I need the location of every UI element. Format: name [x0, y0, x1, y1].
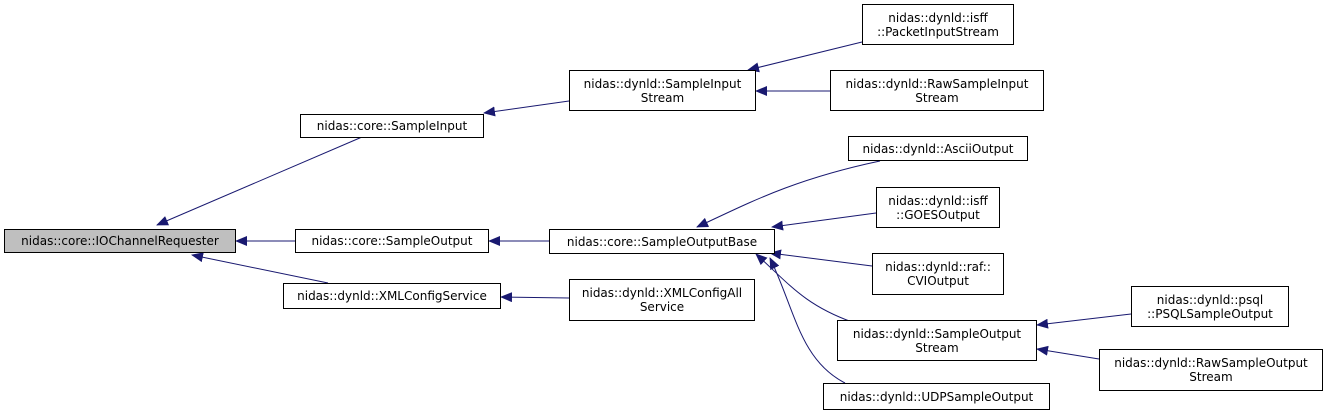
- node-label-line1: nidas::dynld::isff: [888, 10, 988, 25]
- edge-rawsampleoutputstream-to-sampleoutputstream: [1036, 345, 1100, 360]
- node-label-line2: ::GOESOutput: [896, 207, 980, 222]
- node-label: nidas::dynld::UDPSampleOutput: [839, 389, 1034, 404]
- node-sample-output-stream[interactable]: nidas::dynld::SampleOutput Stream: [837, 320, 1037, 361]
- node-label-line1: nidas::dynld::SampleInput: [583, 76, 742, 91]
- node-label-line1: nidas::dynld::RawSampleInput: [845, 76, 1029, 91]
- node-label: nidas::dynld::AsciiOutput: [862, 141, 1014, 156]
- edge-sampleinputstream-to-sampleinput: [483, 100, 570, 117]
- edge-packetinputstream-to-sampleinputstream: [747, 41, 863, 73]
- edge-xmlconfigservice-to-iochannelrequester: [191, 252, 329, 284]
- edge-cvioutput-to-sampleoutputbase: [769, 249, 873, 267]
- edge-udpsampleoutput-to-sampleoutputbase: [769, 257, 846, 384]
- node-label: nidas::core::SampleInput: [316, 119, 468, 133]
- node-label: nidas::dynld::XMLConfigService: [297, 289, 487, 303]
- node-label-line2: Stream: [915, 90, 959, 105]
- node-psql-sample-output[interactable]: nidas::dynld::psql ::PSQLSampleOutput: [1131, 286, 1289, 327]
- node-udp-sample-output[interactable]: nidas::dynld::UDPSampleOutput: [823, 383, 1050, 410]
- node-label-line1: nidas::dynld::XMLConfigAll: [581, 286, 743, 300]
- node-sample-input-stream[interactable]: nidas::dynld::SampleInput Stream: [569, 70, 756, 111]
- node-io-channel-requester: nidas::core::IOChannelRequester: [4, 229, 236, 253]
- edge-goesoutput-to-sampleoutputbase: [771, 212, 877, 231]
- node-label-line2: CVIOutput: [907, 274, 969, 288]
- edge-sampleoutputstream-to-sampleoutputbase: [755, 253, 853, 323]
- node-label-line1: nidas::dynld::psql: [1156, 292, 1264, 307]
- node-xml-config-all-service[interactable]: nidas::dynld::XMLConfigAll Service: [569, 279, 755, 321]
- node-label-line1: nidas::dynld::isff: [888, 193, 988, 208]
- node-label: nidas::core::IOChannelRequester: [21, 234, 219, 248]
- node-sample-output[interactable]: nidas::core::SampleOutput: [295, 229, 489, 253]
- node-label-line2: Stream: [1189, 370, 1233, 384]
- node-raw-sample-output-stream[interactable]: nidas::dynld::RawSampleOutput Stream: [1099, 349, 1323, 391]
- node-label-line1: nidas::dynld::RawSampleOutput: [1114, 356, 1308, 370]
- edge-xmlconfigallservice-to-xmlconfigservice: [500, 292, 570, 303]
- node-raf-cvi-output[interactable]: nidas::dynld::raf:: CVIOutput: [872, 253, 1004, 295]
- node-label: nidas::core::SampleOutputBase: [566, 234, 758, 249]
- edge-asciioutput-to-sampleoutputbase: [696, 160, 881, 228]
- node-sample-input[interactable]: nidas::core::SampleInput: [300, 114, 484, 138]
- node-label-line2: ::PacketInputStream: [877, 24, 999, 39]
- node-label-line2: Service: [639, 300, 685, 314]
- node-raw-sample-input-stream[interactable]: nidas::dynld::RawSampleInput Stream: [830, 70, 1044, 111]
- node-ascii-output[interactable]: nidas::dynld::AsciiOutput: [848, 136, 1028, 161]
- node-label-line2: Stream: [640, 90, 685, 105]
- node-label-line1: nidas::dynld::SampleOutput: [852, 326, 1022, 341]
- node-isff-goes-output[interactable]: nidas::dynld::isff ::GOESOutput: [876, 187, 1000, 228]
- node-label-line1: nidas::dynld::raf::: [885, 260, 991, 274]
- node-xml-config-service[interactable]: nidas::dynld::XMLConfigService: [283, 283, 501, 309]
- edge-psqlsampleoutput-to-sampleoutputstream: [1036, 313, 1132, 329]
- node-sample-output-base[interactable]: nidas::core::SampleOutputBase: [549, 229, 775, 254]
- node-label-line2: ::PSQLSampleOutput: [1147, 306, 1273, 321]
- node-isff-packet-input-stream[interactable]: nidas::dynld::isff ::PacketInputStream: [862, 4, 1014, 45]
- node-label: nidas::core::SampleOutput: [311, 234, 473, 248]
- node-label-line2: Stream: [915, 340, 959, 355]
- edge-sampleinput-to-iochannelrequester: [156, 136, 363, 226]
